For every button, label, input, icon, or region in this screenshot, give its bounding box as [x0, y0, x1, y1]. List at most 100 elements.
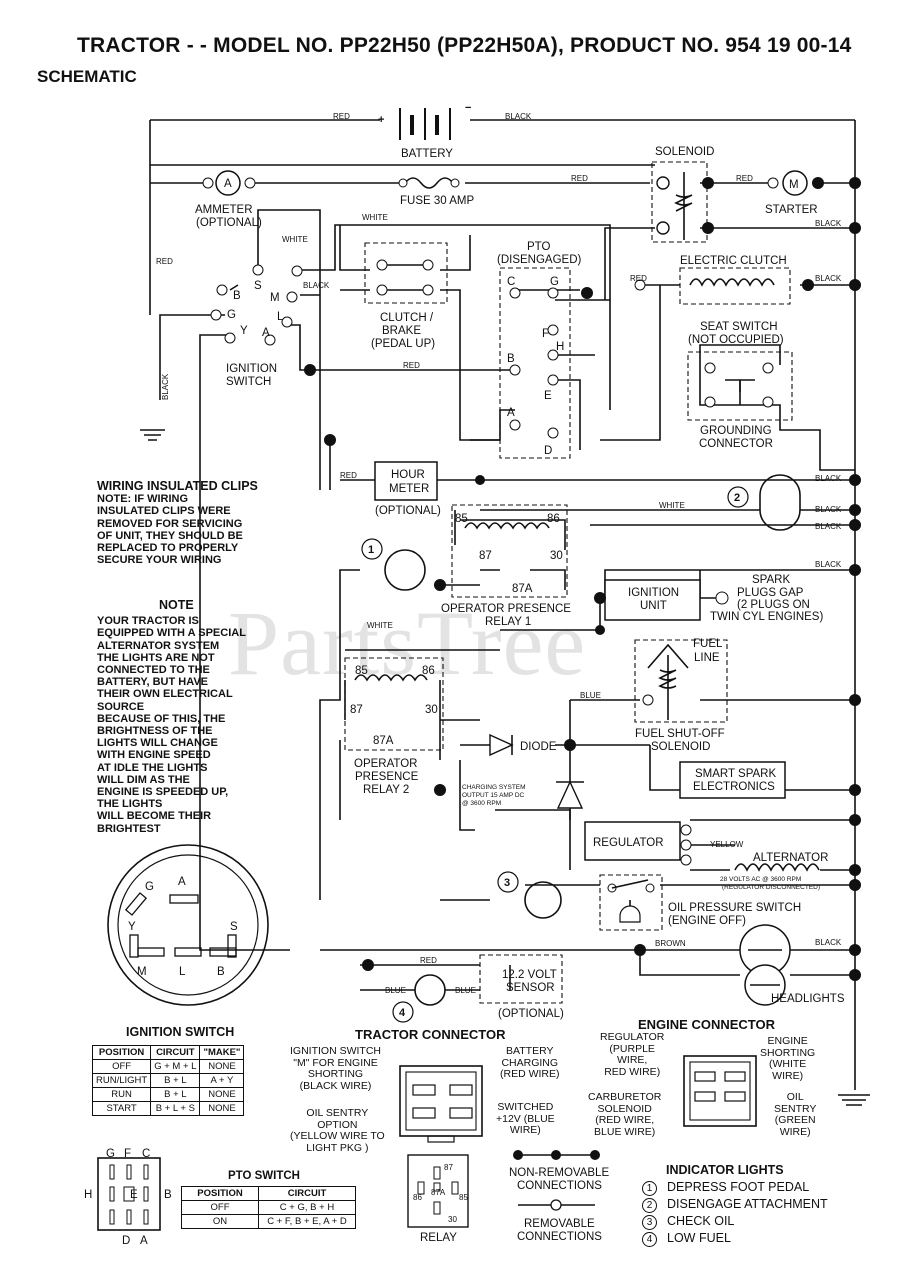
- svg-text:G: G: [145, 881, 154, 893]
- svg-text:(2 PLUGS ON: (2 PLUGS ON: [737, 599, 810, 611]
- svg-text:87: 87: [479, 550, 492, 562]
- svg-text:RELAY: RELAY: [420, 1232, 457, 1244]
- svg-text:BLUE: BLUE: [385, 986, 406, 995]
- svg-text:B: B: [233, 290, 241, 302]
- alternator: ALTERNATOR 28 VOLTS AC @ 3600 RPM (REGUL…: [720, 852, 828, 891]
- svg-text:RED: RED: [156, 257, 173, 266]
- svg-text:WHITE: WHITE: [282, 235, 308, 244]
- svg-text:30: 30: [425, 704, 438, 716]
- page-subtitle: SCHEMATIC: [37, 67, 137, 86]
- svg-text:OPERATOR: OPERATOR: [354, 758, 417, 770]
- fuel-shutoff-solenoid: FUEL LINE FUEL SHUT-OFF SOLENOID: [634, 638, 728, 753]
- svg-text:DIODE: DIODE: [520, 741, 557, 753]
- svg-text:WHITE: WHITE: [659, 501, 685, 510]
- svg-text:RED: RED: [340, 471, 357, 480]
- battery-label: BATTERY: [401, 148, 453, 160]
- svg-text:H: H: [556, 341, 564, 353]
- tractor-connector: [399, 1065, 483, 1143]
- ignition-switch: B S M G L Y A IGNITION SWITCH: [210, 264, 303, 388]
- svg-text:IGNITION: IGNITION: [628, 587, 679, 599]
- svg-text:30: 30: [448, 1215, 457, 1224]
- battery: + − BATTERY: [378, 102, 471, 160]
- svg-text:A: A: [507, 407, 515, 419]
- solenoid: SOLENOID: [651, 146, 714, 243]
- svg-text:BLACK: BLACK: [505, 112, 532, 121]
- relay-2: 85 86 87 30 87A OPERATOR PRESENCE RELAY …: [344, 657, 444, 796]
- svg-text:HEADLIGHTS: HEADLIGHTS: [771, 993, 845, 1005]
- svg-text:RED: RED: [333, 112, 350, 121]
- svg-text:F: F: [124, 1148, 131, 1160]
- svg-text:BROWN: BROWN: [655, 939, 686, 948]
- svg-text:PRESENCE: PRESENCE: [355, 771, 419, 783]
- svg-text:85: 85: [355, 665, 368, 677]
- svg-text:RELAY 2: RELAY 2: [363, 784, 409, 796]
- svg-text:BLACK: BLACK: [161, 373, 170, 400]
- ignition-table-caption: IGNITION SWITCH: [126, 1025, 235, 1039]
- svg-text:@ 3600 RPM: @ 3600 RPM: [462, 800, 501, 807]
- svg-text:NON-REMOVABLE: NON-REMOVABLE: [509, 1167, 609, 1179]
- svg-text:PLUGS GAP: PLUGS GAP: [737, 587, 804, 599]
- svg-text:G: G: [227, 309, 236, 321]
- svg-text:REGULATOR: REGULATOR: [593, 837, 664, 849]
- svg-text:(DISENGAGED): (DISENGAGED): [497, 254, 582, 266]
- watermark: PartsTree: [228, 592, 587, 694]
- svg-text:E: E: [544, 390, 552, 402]
- ignition-switch-plug: G A Y S M L B: [107, 844, 269, 1006]
- starter: M STARTER: [765, 170, 824, 216]
- svg-text:A: A: [178, 876, 186, 888]
- svg-text:(PEDAL UP): (PEDAL UP): [371, 338, 435, 350]
- svg-text:SWITCH: SWITCH: [226, 376, 271, 388]
- charging-spec: CHARGING SYSTEM OUTPUT 15 AMP DC @ 3600 …: [462, 784, 526, 807]
- svg-text:E: E: [130, 1189, 138, 1201]
- svg-text:WHITE: WHITE: [362, 213, 388, 222]
- svg-text:BLACK: BLACK: [815, 219, 842, 228]
- wire-color-labels: RED BLACK RED RED BLACK WHITE WHITE RED …: [156, 112, 842, 995]
- svg-text:GROUNDING: GROUNDING: [700, 425, 772, 437]
- indicator-light-1: 1: [361, 538, 426, 591]
- svg-text:A: A: [262, 327, 270, 339]
- regulator: REGULATOR: [584, 821, 692, 866]
- svg-text:ALTERNATOR: ALTERNATOR: [753, 852, 828, 864]
- svg-text:87: 87: [350, 704, 363, 716]
- svg-text:CONNECTIONS: CONNECTIONS: [517, 1231, 602, 1243]
- svg-text:CLUTCH /: CLUTCH /: [380, 312, 434, 324]
- svg-text:F: F: [542, 328, 549, 340]
- svg-text:OPERATOR PRESENCE: OPERATOR PRESENCE: [441, 603, 571, 615]
- svg-text:B: B: [217, 966, 225, 978]
- svg-text:L: L: [179, 966, 186, 978]
- hour-meter: HOUR METER (OPTIONAL): [374, 461, 441, 517]
- engine-connector: [683, 1055, 757, 1127]
- svg-text:BLACK: BLACK: [815, 522, 842, 531]
- svg-text:M: M: [789, 179, 799, 191]
- svg-text:(NOT OCCUPIED): (NOT OCCUPIED): [688, 334, 784, 346]
- svg-text:S: S: [230, 921, 238, 933]
- solenoid-label: SOLENOID: [655, 146, 714, 158]
- indicator-light-2: 2: [727, 474, 801, 531]
- oil-pressure-switch: OIL PRESSURE SWITCH (ENGINE OFF): [599, 874, 801, 931]
- svg-text:G: G: [106, 1148, 115, 1160]
- svg-text:87A: 87A: [373, 735, 394, 747]
- svg-text:A: A: [140, 1235, 148, 1247]
- svg-text:(REGULATOR DISCONNECTED): (REGULATOR DISCONNECTED): [722, 884, 820, 891]
- junction-dots: [304, 177, 861, 981]
- svg-text:BLUE: BLUE: [455, 986, 476, 995]
- svg-text:RED: RED: [630, 274, 647, 283]
- svg-text:ELECTRIC CLUTCH: ELECTRIC CLUTCH: [680, 255, 787, 267]
- svg-text:OUTPUT 15 AMP DC: OUTPUT 15 AMP DC: [462, 792, 525, 799]
- svg-text:FUEL SHUT-OFF: FUEL SHUT-OFF: [635, 728, 725, 740]
- engine-connector-title: ENGINE CONNECTOR: [638, 1017, 775, 1032]
- svg-text:86: 86: [422, 665, 435, 677]
- svg-text:87A: 87A: [512, 583, 533, 595]
- svg-text:SMART SPARK: SMART SPARK: [695, 768, 776, 780]
